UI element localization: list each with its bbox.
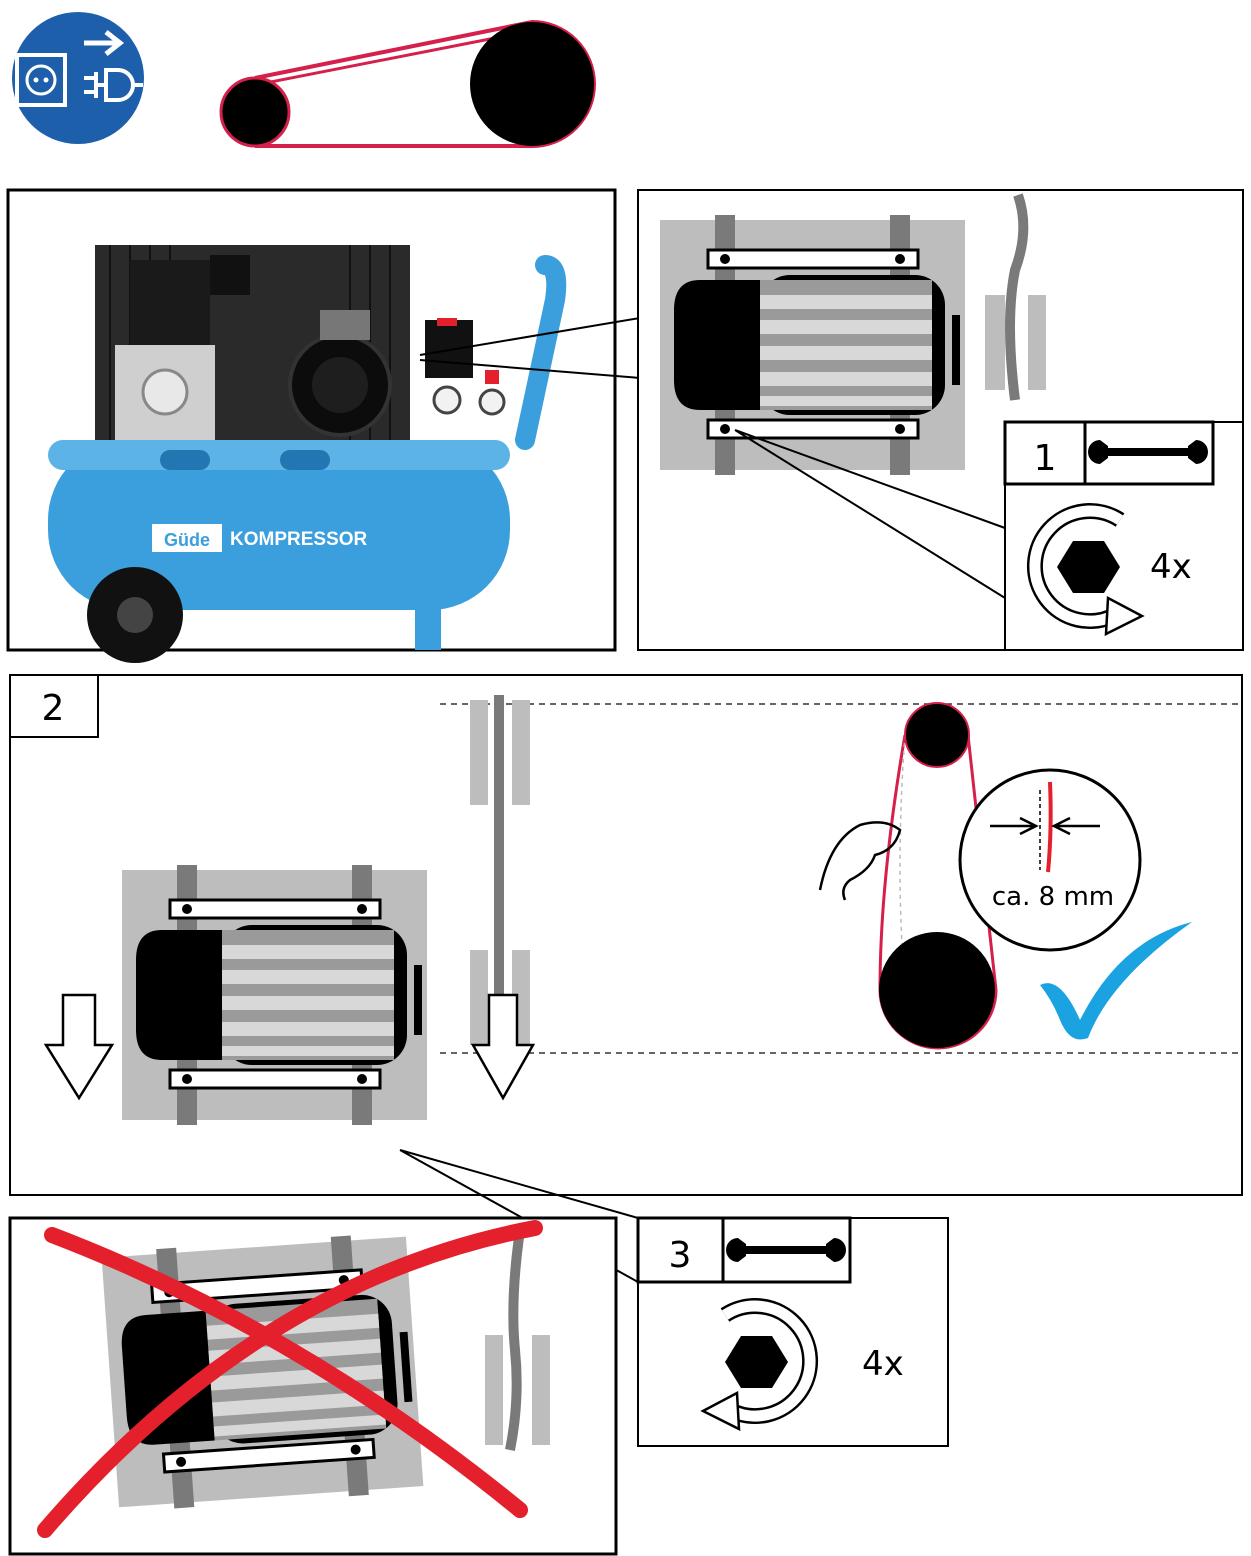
unplug-sign-icon xyxy=(12,12,144,144)
down-arrow-right-icon xyxy=(470,993,536,1101)
step-3-count: 4x xyxy=(862,1344,904,1384)
step-3-panel: 3 4x xyxy=(636,1216,949,1447)
step-3-number: 3 xyxy=(669,1235,692,1276)
down-arrow-left-icon xyxy=(43,993,115,1101)
compressor-label: KOMPRESSOR xyxy=(230,529,368,550)
step-1-number: 1 xyxy=(1034,438,1057,479)
cross-icon xyxy=(37,1220,543,1538)
step-1-count: 4x xyxy=(1150,547,1192,587)
wrong-alignment-panel xyxy=(8,1216,618,1556)
step-2-panel: 2 ca. 8 mm xyxy=(9,674,1243,1196)
wrench-icon xyxy=(726,1238,846,1262)
zoom-lines-1 xyxy=(419,317,641,379)
brand-logo: Güde xyxy=(164,530,210,550)
step-1-panel: 1 4x xyxy=(637,189,1244,651)
deflection-label: ca. 8 mm xyxy=(992,882,1114,912)
checkmark-icon xyxy=(1040,922,1192,1040)
step-2-number: 2 xyxy=(42,688,65,729)
compressor-photo: Güde KOMPRESSOR xyxy=(6,188,617,663)
wrench-icon xyxy=(1088,440,1208,464)
belt-drive-icon xyxy=(219,19,596,148)
